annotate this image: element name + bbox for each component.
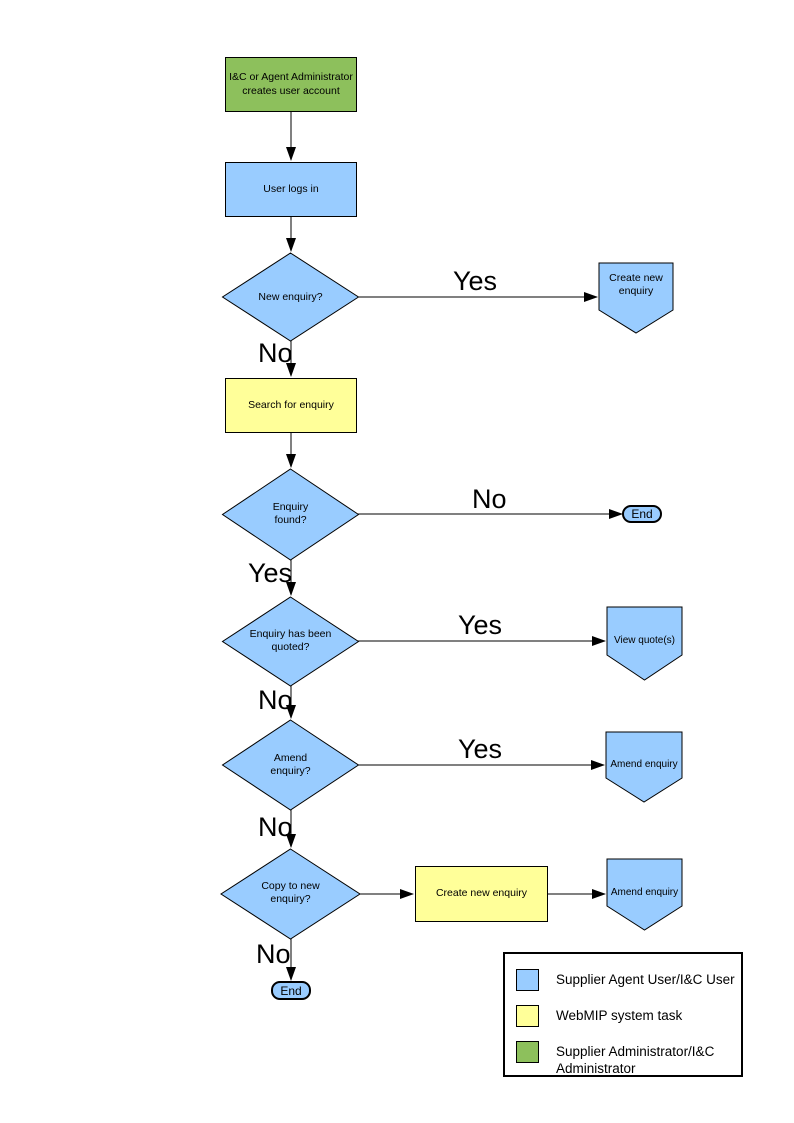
- node-user-logs-in: User logs in: [225, 162, 357, 217]
- flow-arrows: [286, 112, 623, 981]
- label-create-new-enquiry-1: Create new enquiry: [609, 272, 663, 298]
- label-new-enquiry: New enquiry?: [258, 291, 323, 303]
- edge-label-yes-enquiry-found: Yes: [248, 558, 293, 588]
- decision-copy-to-new-enquiry: [220, 848, 361, 940]
- label-amend-enquiry-2: Amend enquiry: [610, 887, 679, 898]
- label-enquiry-quoted: Enquiry has been quoted?: [249, 628, 332, 654]
- legend-swatch-yellow: [516, 1005, 539, 1027]
- legend-swatch-green: [516, 1041, 539, 1063]
- edge-label-no-enquiry-quoted: No: [258, 685, 293, 715]
- decision-new-enquiry: [221, 252, 360, 342]
- offpage-pentagons: [598, 262, 683, 931]
- label-amend-enquiry-q: Amend enquiry?: [270, 752, 311, 778]
- pentagon-amend-enquiry-1: [605, 731, 683, 803]
- node-label: Create new enquiry: [435, 887, 528, 900]
- legend-swatch-blue: [516, 969, 539, 991]
- legend-item-user: Supplier Agent User/I&C User: [516, 969, 741, 991]
- decision-enquiry-quoted: [221, 596, 360, 687]
- edge-label-no-new-enquiry: No: [258, 338, 293, 368]
- label-amend-enquiry-1: Amend enquiry: [610, 759, 678, 770]
- end-label: End: [280, 983, 302, 998]
- legend-label: WebMIP system task: [556, 1008, 683, 1023]
- node-admin-creates-account: I&C or Agent Administrator creates user …: [225, 57, 357, 112]
- end-terminator-1: End: [622, 505, 662, 523]
- node-create-new-enquiry: Create new enquiry: [415, 866, 548, 922]
- pentagon-view-quotes: [606, 606, 683, 681]
- decision-amend-enquiry: [221, 719, 360, 811]
- pentagon-create-new-enquiry: [598, 262, 674, 334]
- legend-item-system: WebMIP system task: [516, 1005, 741, 1027]
- end-label: End: [631, 507, 653, 521]
- node-label: User logs in: [263, 182, 319, 195]
- node-label: I&C or Agent Administrator creates user …: [229, 70, 353, 97]
- edge-label-no-enquiry-found: No: [472, 484, 507, 514]
- legend-label: Supplier Agent User/I&C User: [556, 972, 735, 987]
- label-view-quotes: View quote(s): [614, 635, 675, 646]
- pentagon-amend-enquiry-2: [606, 858, 683, 931]
- edge-label-no-copy-to-new: No: [256, 939, 291, 969]
- edge-label-yes-enquiry-quoted: Yes: [458, 610, 503, 640]
- node-label: Search for enquiry: [248, 398, 334, 411]
- legend-label: Supplier Administrator/I&C Administrator: [556, 1044, 715, 1076]
- decision-diamonds: [220, 252, 361, 940]
- node-search-for-enquiry: Search for enquiry: [225, 378, 357, 433]
- label-enquiry-found: Enquiry found?: [272, 501, 309, 527]
- edge-label-yes-new-enquiry: Yes: [453, 266, 498, 296]
- legend-box: Supplier Agent User/I&C User WebMIP syst…: [503, 952, 743, 1077]
- edge-label-no-amend-enquiry: No: [258, 812, 293, 842]
- edge-label-yes-amend-enquiry: Yes: [458, 734, 503, 764]
- decision-enquiry-found: [221, 468, 360, 561]
- legend-item-admin: Supplier Administrator/I&C Administrator: [516, 1041, 741, 1078]
- label-copy-to-new: Copy to new enquiry?: [261, 880, 320, 906]
- end-terminator-2: End: [271, 981, 311, 1000]
